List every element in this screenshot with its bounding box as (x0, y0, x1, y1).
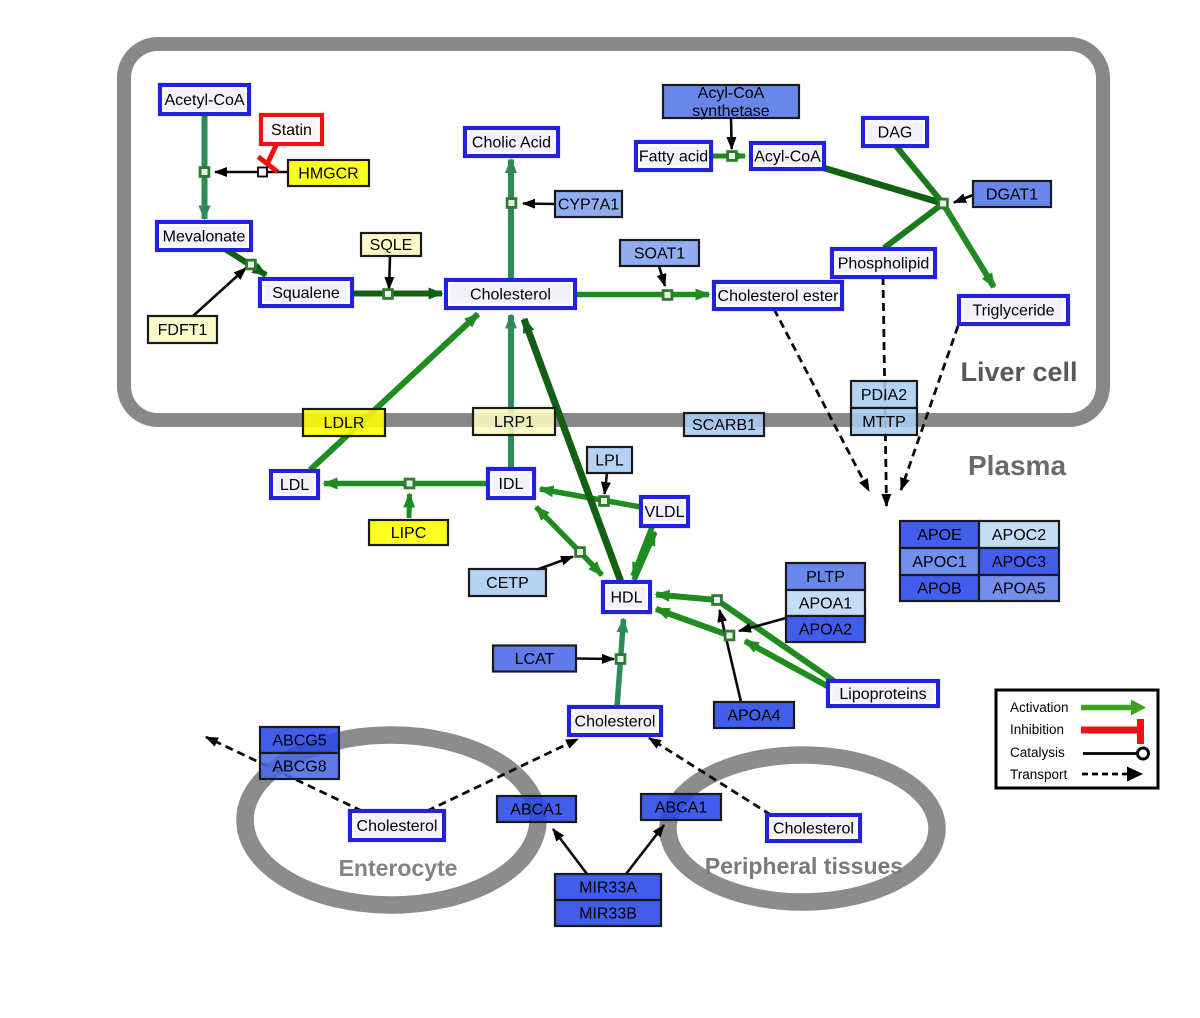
svg-text:VLDL: VLDL (644, 504, 684, 521)
svg-text:APOE: APOE (917, 527, 961, 544)
svg-text:LRP1: LRP1 (494, 414, 534, 431)
svg-text:MTTP: MTTP (862, 414, 906, 431)
svg-text:LDL: LDL (280, 477, 309, 494)
svg-text:ABCA1: ABCA1 (510, 802, 563, 819)
svg-text:IDL: IDL (499, 476, 524, 493)
svg-text:Triglyceride: Triglyceride (972, 303, 1054, 320)
svg-text:FDFT1: FDFT1 (158, 322, 208, 339)
svg-text:CETP: CETP (486, 575, 529, 592)
svg-text:Mevalonate: Mevalonate (163, 229, 246, 246)
svg-text:Lipoproteins: Lipoproteins (839, 686, 926, 703)
svg-text:APOC2: APOC2 (992, 527, 1046, 544)
svg-text:Enterocyte: Enterocyte (339, 855, 458, 881)
svg-text:Squalene: Squalene (272, 285, 340, 302)
svg-text:DGAT1: DGAT1 (986, 187, 1038, 204)
svg-text:LIPC: LIPC (391, 525, 427, 542)
svg-text:Inhibition: Inhibition (1010, 722, 1064, 737)
svg-text:APOA1: APOA1 (799, 596, 852, 613)
svg-text:APOC1: APOC1 (912, 554, 966, 571)
svg-text:ABCA1: ABCA1 (655, 800, 708, 817)
svg-text:Catalysis: Catalysis (1010, 745, 1065, 760)
svg-text:ABCG8: ABCG8 (272, 759, 326, 776)
svg-text:Cholesterol: Cholesterol (357, 818, 438, 835)
svg-text:Acetyl-CoA: Acetyl-CoA (164, 92, 244, 109)
svg-text:Fatty acid: Fatty acid (639, 149, 708, 166)
svg-text:LCAT: LCAT (515, 651, 555, 668)
svg-text:Liver cell: Liver cell (960, 357, 1077, 387)
svg-text:Cholesterol: Cholesterol (773, 821, 854, 838)
svg-text:CYP7A1: CYP7A1 (558, 197, 619, 214)
svg-text:Transport: Transport (1010, 767, 1068, 782)
svg-text:SCARB1: SCARB1 (692, 417, 756, 434)
svg-text:LPL: LPL (595, 453, 624, 470)
svg-text:LDLR: LDLR (324, 415, 365, 432)
svg-text:APOB: APOB (917, 581, 961, 598)
svg-text:APOA5: APOA5 (992, 581, 1045, 598)
svg-text:Cholesterol ester: Cholesterol ester (718, 288, 840, 305)
svg-text:Plasma: Plasma (968, 450, 1066, 481)
svg-text:APOA4: APOA4 (727, 708, 780, 725)
svg-text:Activation: Activation (1010, 700, 1069, 715)
svg-text:Phospholipid: Phospholipid (838, 256, 930, 273)
svg-text:Peripheral tissues: Peripheral tissues (705, 853, 903, 879)
svg-text:synthetase: synthetase (692, 103, 769, 120)
svg-text:Statin: Statin (271, 122, 312, 139)
svg-text:Cholic Acid: Cholic Acid (472, 135, 551, 152)
svg-text:PDIA2: PDIA2 (861, 387, 907, 404)
svg-text:APOA2: APOA2 (799, 622, 852, 639)
svg-text:MIR33A: MIR33A (579, 880, 637, 897)
svg-text:Cholesterol: Cholesterol (575, 714, 656, 731)
svg-text:SOAT1: SOAT1 (634, 246, 685, 263)
svg-text:SQLE: SQLE (370, 237, 413, 254)
svg-text:HMGCR: HMGCR (298, 166, 358, 183)
svg-text:APOC3: APOC3 (992, 554, 1046, 571)
svg-text:HDL: HDL (610, 590, 642, 607)
svg-text:Acyl-CoA: Acyl-CoA (754, 149, 821, 166)
svg-text:MIR33B: MIR33B (579, 906, 637, 923)
svg-text:ABCG5: ABCG5 (272, 733, 326, 750)
svg-text:DAG: DAG (878, 125, 913, 142)
svg-text:Acyl-CoA: Acyl-CoA (698, 85, 765, 102)
svg-text:Cholesterol: Cholesterol (470, 287, 551, 304)
svg-text:PLTP: PLTP (806, 569, 845, 586)
